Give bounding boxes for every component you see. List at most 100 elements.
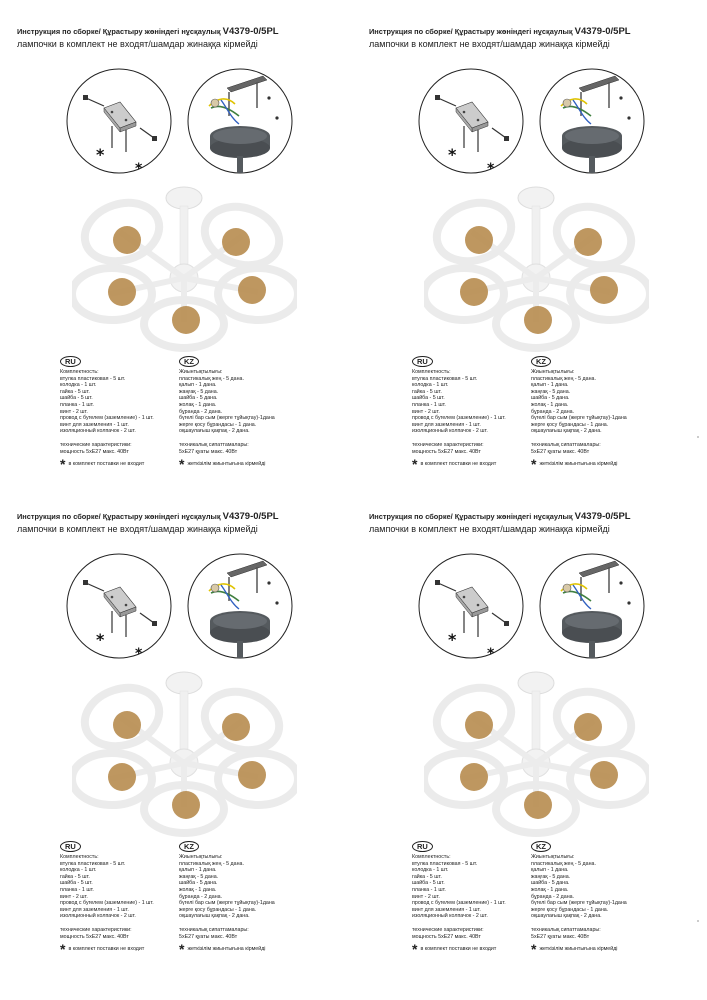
asterisk-icon: *	[96, 630, 105, 649]
bulbs-note: лампочки в комплект не входят/шамдар жин…	[369, 39, 610, 49]
mounting-plate-icon	[435, 95, 509, 152]
list-item: провод с бугелем (заземление) - 1 шт.	[412, 415, 506, 422]
ceiling-cup-icon	[560, 75, 631, 173]
list-item: втулка пластиковая - 5 шт.	[412, 375, 478, 382]
list-item: жерге қосу бұрандасы - 1 дана.	[179, 906, 257, 913]
edge-mark	[697, 436, 699, 438]
list-item: Комплектность:	[60, 854, 99, 860]
list-item: гайка - 5 шт.	[60, 388, 90, 395]
list-item: шайба - 5 дана.	[179, 395, 218, 402]
instruction-title: Инструкция по сборке/ Құрастыру жөніндег…	[17, 26, 279, 37]
list-item: бұранда - 2 дана.	[531, 893, 575, 900]
mounting-plate-icon	[83, 95, 157, 152]
list-item: пластикалық жең - 5 дана.	[531, 860, 596, 867]
ru-badge: RU	[412, 356, 433, 367]
list-item: бүгелі бар сым (жерге тұйықтау)-1дана	[179, 415, 275, 422]
list-item: бұранда - 2 дана.	[179, 408, 223, 415]
ceiling-cup-diagram	[187, 68, 293, 174]
list-item: винт - 2 шт.	[412, 408, 440, 415]
chandelier-image	[424, 671, 649, 837]
ceiling-cup-icon	[560, 560, 631, 658]
list-item: винт - 2 шт.	[60, 408, 88, 415]
list-item: Жиынтықтылығы:	[179, 854, 223, 860]
kz-tech-heading: техникалық сипаттамалары:	[179, 441, 249, 448]
list-item: гайка - 5 шт.	[412, 873, 442, 880]
list-item: қалып - 1 дана.	[179, 382, 217, 389]
kz-tech-heading: техникалық сипаттамалары:	[179, 926, 249, 933]
kz-tech-heading: техникалық сипаттамалары:	[531, 441, 601, 448]
list-item: винт для заземления - 1 шт.	[412, 906, 481, 913]
list-item: колодка - 1 шт.	[60, 382, 97, 389]
list-item: Комплектность:	[412, 854, 451, 860]
list-item: Жиынтықтылығы:	[531, 854, 575, 860]
list-item: пластикалық жең - 5 дана.	[179, 375, 244, 382]
mounting-plate-icon	[435, 580, 509, 637]
list-item: Комплектность:	[60, 369, 99, 375]
ru-badge: RU	[412, 841, 433, 852]
asterisk-icon: *	[531, 456, 537, 473]
ru-tech-power: мощность 5хЕ27 макс. 40Вт	[60, 448, 129, 455]
list-item: жолақ - 1 дана.	[531, 886, 569, 893]
kz-specification: KZ Жиынтықтылығы: пластикалық жең - 5 да…	[531, 356, 627, 473]
list-item: жерге қосу бұрандасы - 1 дана.	[531, 906, 609, 913]
ru-tech-heading: технические характеристики:	[60, 441, 132, 448]
list-item: қалып - 1 дана.	[531, 382, 569, 389]
list-item: Жиынтықтылығы:	[531, 369, 575, 375]
kz-specification: KZ Жиынтықтылығы: пластикалық жең - 5 да…	[179, 841, 275, 956]
list-item: планка - 1 шт.	[412, 401, 446, 408]
ceiling-cup-icon	[208, 75, 279, 173]
kz-tech-heading: техникалық сипаттамалары:	[531, 926, 601, 933]
list-item: шайба - 5 шт.	[60, 395, 93, 402]
kz-note: жеткізілім жиынтығына кірмейді	[539, 460, 618, 467]
list-item: жаңғақ - 5 дана.	[531, 873, 571, 880]
asterisk-icon: *	[135, 646, 143, 659]
list-item: жерге қосу бұрандасы - 1 дана.	[179, 421, 257, 428]
asterisk-icon: *	[412, 456, 418, 473]
kz-contents-list: Жиынтықтылығы: пластикалық жең - 5 дана.…	[531, 369, 627, 435]
kz-note: жеткізілім жиынтығына кірмейді	[539, 945, 618, 952]
kz-tech-power: 5хЕ27 қуаты макс. 40Вт	[531, 933, 590, 940]
bulbs-note: лампочки в комплект не входят/шамдар жин…	[17, 524, 258, 534]
kz-badge: KZ	[531, 841, 551, 852]
mounting-plate-diagram: * *	[418, 553, 524, 659]
list-item: жаңғақ - 5 дана.	[179, 873, 219, 880]
list-item: винт для заземления - 1 шт.	[60, 421, 129, 428]
list-item: оқшаулағыш қақпақ - 2 дана.	[531, 428, 602, 435]
instruction-title: Инструкция по сборке/ Құрастыру жөніндег…	[369, 511, 631, 522]
list-item: бүгелі бар сым (жерге тұйықтау)-1дана	[179, 900, 275, 907]
list-item: винт для заземления - 1 шт.	[60, 906, 129, 913]
mounting-plate-diagram: * *	[66, 68, 172, 174]
chandelier-image	[424, 186, 649, 352]
asterisk-icon: *	[531, 941, 537, 958]
ru-specification: RU Комплектность: втулка пластиковая - 5…	[412, 356, 506, 473]
list-item: планка - 1 шт.	[60, 401, 94, 408]
ceiling-cup-diagram	[539, 68, 645, 174]
list-item: изоляционный колпачок - 2 шт.	[60, 913, 136, 920]
list-item: планка - 1 шт.	[412, 886, 446, 893]
kz-badge: KZ	[179, 841, 199, 852]
list-item: бұранда - 2 дана.	[531, 408, 575, 415]
asterisk-icon: *	[96, 145, 105, 164]
mounting-plate-icon	[83, 580, 157, 637]
instruction-title: Инструкция по сборке/ Құрастыру жөніндег…	[369, 26, 631, 37]
list-item: провод с бугелем (заземление) - 1 шт.	[60, 900, 154, 907]
instruction-sheet-bottom-right: Инструкция по сборке/ Құрастыру жөніндег…	[369, 511, 707, 991]
asterisk-icon: *	[448, 630, 457, 649]
ru-contents-list: Комплектность: втулка пластиковая - 5 шт…	[60, 854, 154, 920]
list-item: колодка - 1 шт.	[412, 382, 449, 389]
kz-badge: KZ	[531, 356, 551, 367]
list-item: винт для заземления - 1 шт.	[412, 421, 481, 428]
kz-tech-power: 5хЕ27 қуаты макс. 40Вт	[179, 933, 238, 940]
list-item: оқшаулағыш қақпақ - 2 дана.	[179, 428, 250, 435]
asterisk-icon: *	[60, 941, 66, 958]
list-item: изоляционный колпачок - 2 шт.	[412, 913, 488, 920]
list-item: втулка пластиковая - 5 шт.	[412, 860, 478, 867]
list-item: Комплектность:	[412, 369, 451, 375]
asterisk-icon: *	[412, 941, 418, 958]
kz-contents-list: Жиынтықтылығы: пластикалық жең - 5 дана.…	[179, 854, 275, 920]
list-item: гайка - 5 шт.	[60, 873, 90, 880]
ru-tech-heading: технические характеристики:	[60, 926, 132, 933]
list-item: провод с бугелем (заземление) - 1 шт.	[60, 415, 154, 422]
list-item: шайба - 5 шт.	[412, 880, 445, 887]
kz-note: жеткізілім жиынтығына кірмейді	[187, 460, 266, 467]
